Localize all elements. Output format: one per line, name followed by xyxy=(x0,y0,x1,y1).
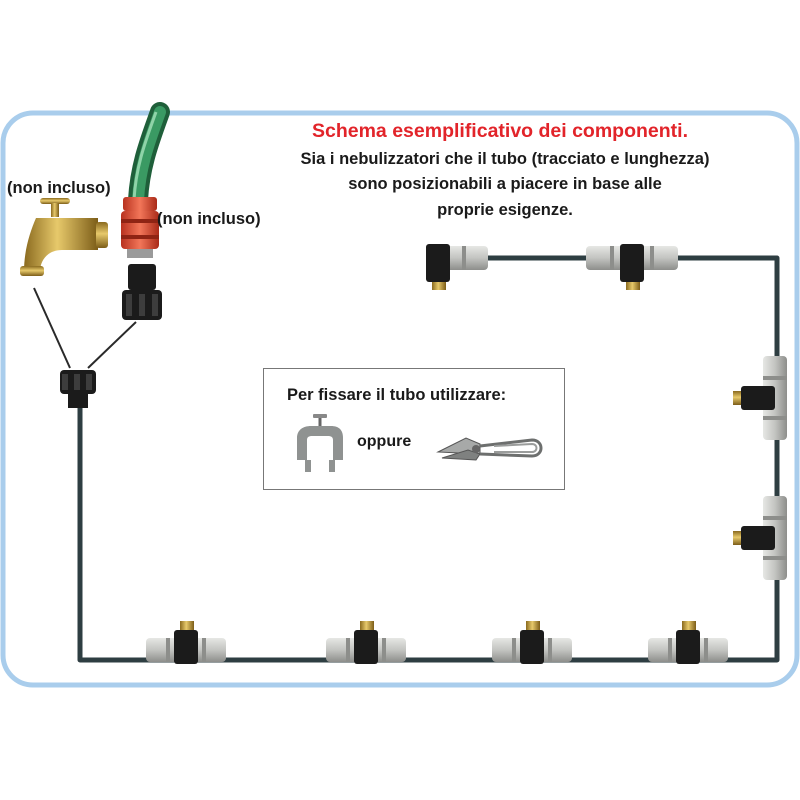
mist-tee-nozzle-icon xyxy=(326,621,406,664)
tube-clamp-icon xyxy=(436,437,543,461)
guide-line-adapter xyxy=(87,321,137,369)
mist-tee-nozzle-icon xyxy=(146,621,226,664)
mist-tee-nozzle-icon xyxy=(492,621,572,664)
note-line-1: Sia i nebulizzatori che il tubo (traccia… xyxy=(300,150,710,168)
nail-clip-icon xyxy=(297,414,343,472)
fixing-or-label: oppure xyxy=(357,433,412,450)
mist-tee-nozzle-icon xyxy=(733,496,787,580)
hose-not-included-label: (non incluso) xyxy=(157,210,261,228)
tap-adapter-icon xyxy=(122,264,162,320)
mist-tee-nozzle-icon xyxy=(648,621,728,664)
note-line-3: proprie esigenze. xyxy=(437,201,573,219)
mist-end-nozzle-icon xyxy=(426,244,488,290)
garden-hose-icon xyxy=(128,102,170,210)
fixing-title: Per fissare il tubo utilizzare: xyxy=(287,386,507,404)
guide-line-tap xyxy=(33,287,71,369)
y-splitter-icon xyxy=(60,370,96,408)
tap-not-included-label: (non incluso) xyxy=(7,179,111,197)
hose-connector-icon xyxy=(121,197,159,258)
tap-icon xyxy=(20,198,108,276)
mist-tee-nozzle-icon xyxy=(733,356,787,440)
diagram-title: Schema esemplificativo dei componenti. xyxy=(311,120,689,142)
mist-tee-nozzle-icon xyxy=(586,244,678,290)
note-line-2: sono posizionabili a piacere in base all… xyxy=(348,175,662,193)
